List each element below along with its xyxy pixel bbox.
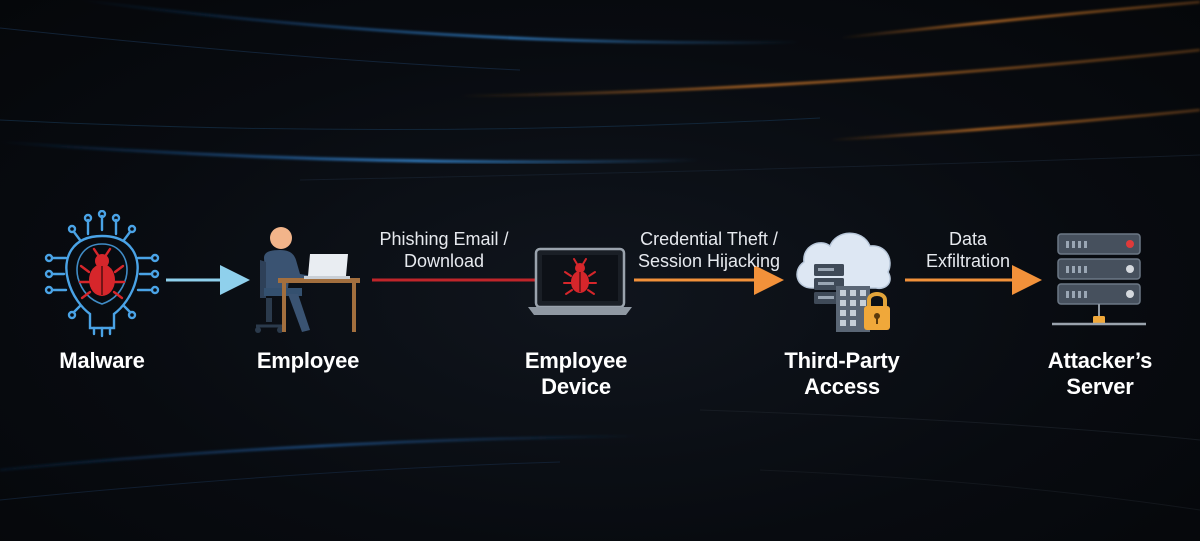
node-label-malware: Malware bbox=[59, 348, 145, 373]
edge-label-phishing: Phishing Email / Download bbox=[379, 229, 509, 271]
node-label-employee: Employee bbox=[256, 348, 360, 373]
cloud-server-lock-icon bbox=[796, 232, 891, 332]
edge-label-data-exfiltration: Data Exfiltration bbox=[925, 229, 1011, 271]
infected-laptop-icon bbox=[528, 247, 632, 315]
person-at-laptop-icon bbox=[255, 227, 360, 333]
node-label-attackers-server: Attacker’s Server bbox=[1047, 348, 1153, 399]
malware-bug-chip-icon bbox=[44, 210, 160, 338]
node-label-employee-device: Employee Device bbox=[524, 348, 628, 399]
node-label-third-party-access: Third-Party Access bbox=[784, 348, 900, 399]
server-rack-icon bbox=[1052, 233, 1146, 326]
edge-label-credential-theft: Credential Theft / Session Hijacking bbox=[637, 229, 781, 271]
